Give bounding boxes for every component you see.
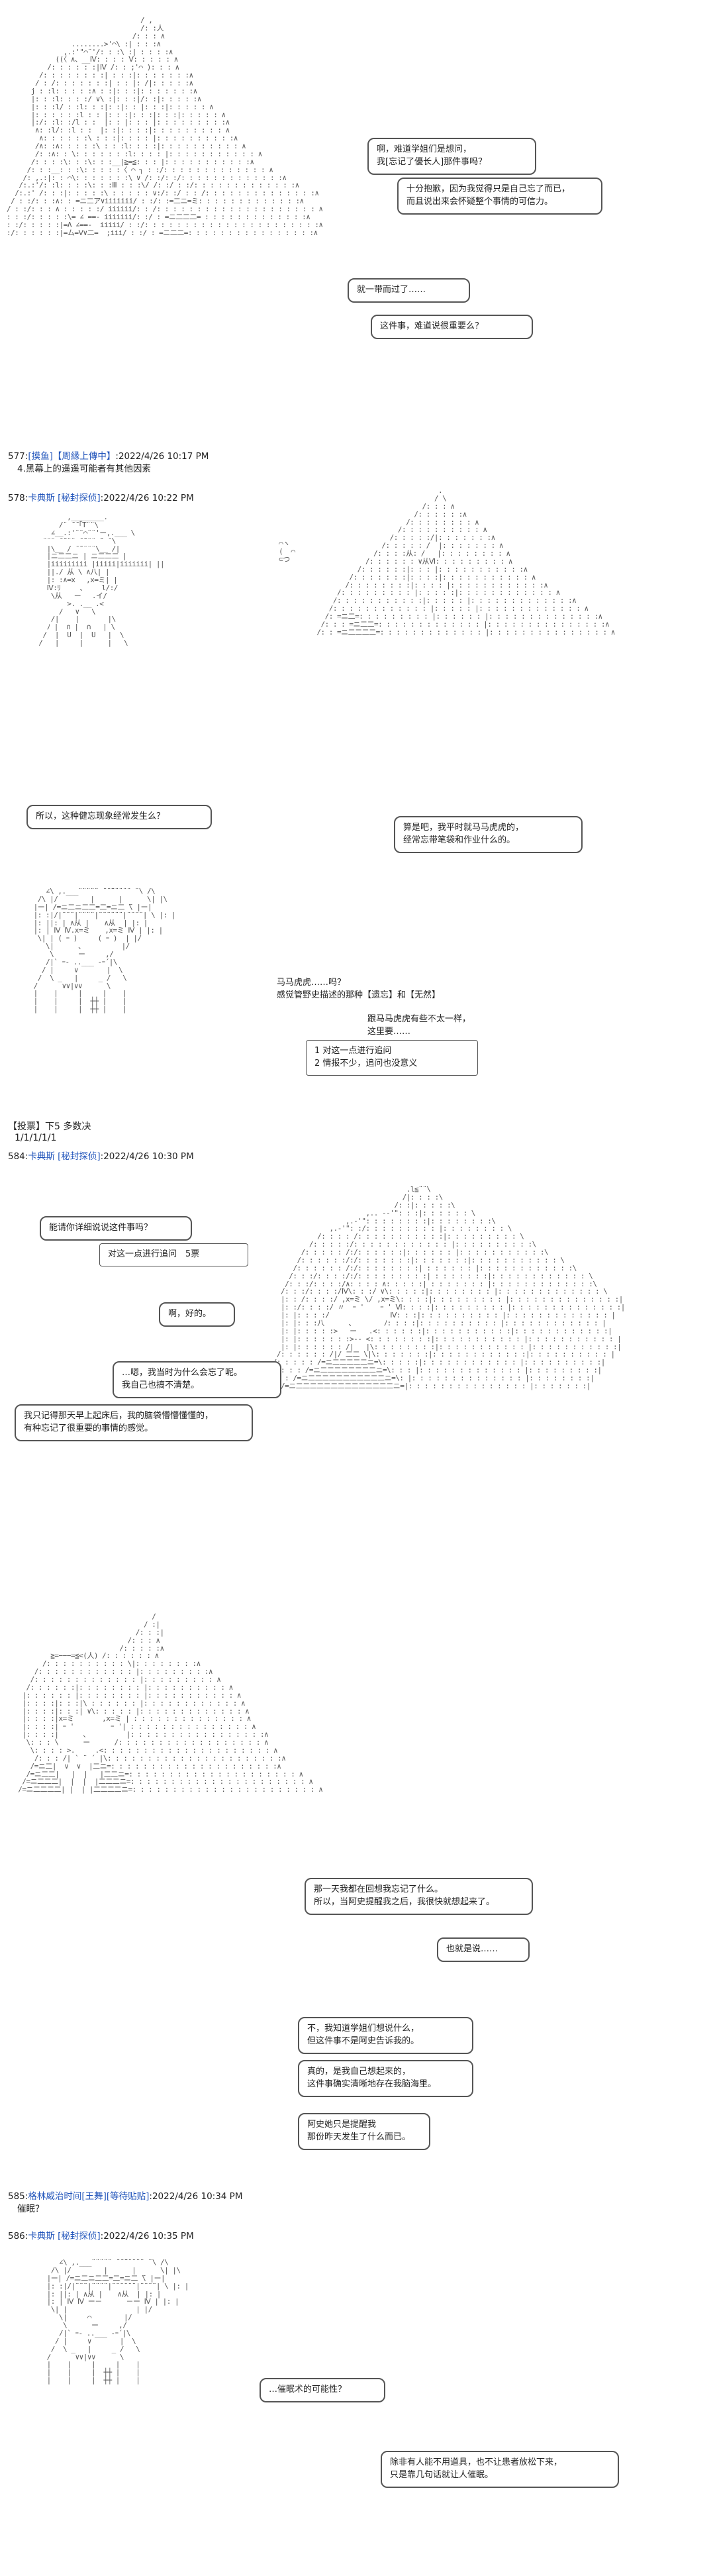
post-header-586: 586:卡典斯 [秘封探侦]:2022/4/26 10:35 PM bbox=[8, 2231, 194, 2241]
post-header-584: 584:卡典斯 [秘封探侦]:2022/4/26 10:30 PM bbox=[8, 1151, 194, 1162]
ascii-art-character-mountain-hair: . / \ /: : : ∧ /: : : : : :∧ /: : : : : … bbox=[316, 486, 615, 637]
post-date: 2022/4/26 10:30 PM bbox=[103, 1151, 194, 1162]
post-date: 2022/4/26 10:17 PM bbox=[118, 451, 209, 462]
ascii-art-character-long-hair-large: .l≦¨¨\ /|: : : :\ /: :|: : : : :\ ,.. -‐… bbox=[260, 1185, 625, 1390]
speech-bubble-p5-2: 也就是说…… bbox=[437, 1937, 530, 1962]
post-date: 2022/4/26 10:22 PM bbox=[103, 493, 194, 503]
speech-bubble-p4-3: …嗯，我当时为什么会忘了呢。 我自己也搞不清楚。 bbox=[113, 1361, 281, 1398]
post-author[interactable]: 卡典斯 [秘封探侦] bbox=[28, 1151, 101, 1162]
post-number: 577: bbox=[8, 451, 28, 462]
speech-bubble-p5-4: 真的，是我自己想起来的， 这件事确实清晰地存在我脑海里。 bbox=[298, 2060, 473, 2097]
speech-bubble-p1-1: 啊，难道学姐们是想问， 我[忘记了優长人]那件事吗？ bbox=[367, 138, 536, 175]
speech-bubble-p1-4: 这件事，难道说很重要么？ bbox=[371, 315, 533, 339]
ascii-art-character-standing: / / :| /: : :| /: : : ∧ /: : : : :∧ ≧=−−… bbox=[18, 1612, 323, 1794]
speech-bubble-p5-5: 阿史她只是提醒我 那份昨天发生了什么而已。 bbox=[298, 2113, 430, 2150]
post-body-585: 催眠？ bbox=[17, 2204, 44, 2214]
post-header-577: 577:[摸鱼]【周縁上傳中】:2022/4/26 10:17 PM bbox=[8, 451, 209, 462]
post-author[interactable]: [摸鱼]【周縁上傳中】 bbox=[28, 451, 116, 462]
post-header-585: 585:格林威治时间[王舞][等待贴贴]:2022/4/26 10:34 PM bbox=[8, 2191, 243, 2202]
ascii-art-sweat-marks: ⌒ヽ ( ⌒ ⊂つ bbox=[279, 539, 295, 564]
post-author[interactable]: 格林威治时间[王舞][等待贴贴] bbox=[28, 2191, 150, 2202]
speech-bubble-p5-3: 不，我知道学姐们想说什么， 但这件事不是阿史告诉我的。 bbox=[298, 2017, 473, 2054]
speech-bubble-p6-1: …催眠术的可能性？ bbox=[260, 2378, 385, 2402]
speech-bubble-p1-2: 十分抱歉，因为我觉得只是自己忘了而已， 而且说出来会怀疑整个事情的可信力。 bbox=[397, 178, 602, 215]
post-number: 585: bbox=[8, 2191, 28, 2202]
choice-result-p4: 对这一点进行追问 5票 bbox=[99, 1243, 248, 1266]
post-date: 2022/4/26 10:34 PM bbox=[152, 2191, 243, 2202]
post-number: 584: bbox=[8, 1151, 28, 1162]
narration-p3-2: 跟马马虎虎有些不太一样， 这里要…… bbox=[367, 1014, 471, 1037]
post-author[interactable]: 卡典斯 [秘封探侦] bbox=[28, 2231, 101, 2241]
choice-box-p3: 1 对这一点进行追问 2 情报不少，追问也没意义 bbox=[306, 1040, 478, 1076]
ascii-art-character-cap-girl: ,________. /¨ ̄ ̄「T¨¨\ ∠__.:'¨¨⌒¨¨'ー,.__… bbox=[38, 513, 165, 647]
speech-bubble-p6-2: 除非有人能不用道具，也不让患者放松下来， 只是靠几句话就让人催眠。 bbox=[381, 2451, 619, 2488]
speech-bubble-p4-2: 啊，好的。 bbox=[159, 1302, 235, 1327]
narration-p3-1: 马马虎虎……吗？ 感觉管野史描述的那种【遗忘】和【无然】 bbox=[277, 978, 441, 1000]
speech-bubble-p2-1: 所以，这种健忘现象经常发生么？ bbox=[26, 805, 212, 829]
post-header-578: 578:卡典斯 [秘封探侦]:2022/4/26 10:22 PM bbox=[8, 493, 194, 503]
ascii-art-character-tall-hair: / , /: :人 /: : : ∧ ........>'⌒\ :| : : :… bbox=[7, 16, 323, 237]
vote-tally: 1/1/1/1/1 bbox=[15, 1133, 57, 1143]
post-author[interactable]: 卡典斯 [秘封探侦] bbox=[28, 493, 101, 503]
speech-bubble-p1-3: 就一带而过了…… bbox=[348, 278, 470, 303]
speech-bubble-p4-4: 我只记得那天早上起床后，我的脑袋懵懵懂懂的， 有种忘记了很重要的事情的感觉。 bbox=[15, 1404, 253, 1441]
ascii-art-character-twin-tails: ∠\ ,.___¨¨¨¨¨ ̄ ̄ ̄¨¨¨¨¨ ¨\ /\ /\ |/ | |… bbox=[33, 887, 176, 1014]
speech-bubble-p2-2: 算是吧，我平时就马马虎虎的， 经常忘带笔袋和作业什么的。 bbox=[394, 816, 583, 853]
ascii-art-character-twin-tails-thinking: ∠\ ,.___¨¨¨¨¨ ̄ ̄ ̄¨¨¨¨¨ ¨\ /\ /\ |/ | |… bbox=[46, 2258, 189, 2385]
post-number: 586: bbox=[8, 2231, 28, 2241]
vote-label: 【投票】下5 多数决 bbox=[8, 1121, 91, 1132]
post-number: 578: bbox=[8, 493, 28, 503]
post-date: 2022/4/26 10:35 PM bbox=[103, 2231, 194, 2241]
post-body-577: 4.黑幕上的遥遥可能者有其他因素 bbox=[17, 464, 151, 474]
speech-bubble-p5-1: 那一天我都在回想我忘记了什么。 所以，当阿史提醒我之后，我很快就想起来了。 bbox=[305, 1878, 533, 1915]
speech-bubble-p4-1: 能请你详细说说这件事吗？ bbox=[40, 1216, 192, 1241]
